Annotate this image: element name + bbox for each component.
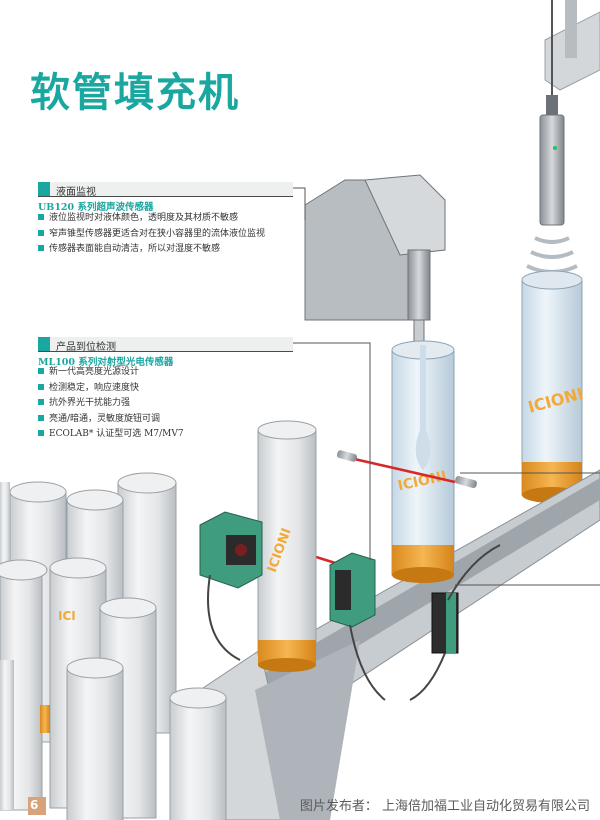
feature-list-ml100: 新一代高亮度光源设计 检测稳定，响应速度快 抗外界光干扰能力强 亮通/暗通，灵敏… — [38, 365, 184, 443]
list-item: 传感器表面能自动清洁，所以对湿度不敏感 — [38, 242, 265, 258]
machine-frame — [544, 0, 600, 91]
filling-head — [304, 174, 446, 346]
section-heading-label: 液面监视 — [56, 187, 96, 198]
bullet-square-icon — [38, 414, 44, 421]
amplifier-sensor — [431, 592, 459, 654]
heading-accent-bar — [38, 337, 50, 351]
list-item: 新一代高亮度光源设计 — [38, 365, 184, 381]
tube-filling: ICIONI — [391, 340, 455, 583]
bullet-square-icon — [38, 399, 44, 405]
svg-text:ICI: ICI — [58, 609, 76, 623]
list-item: 窄声锥型传感器更适合对在狭小容器里的流体液位监视 — [38, 227, 265, 243]
tube-right: ICIONI — [521, 270, 585, 503]
page-title: 软管填充机 — [30, 70, 240, 116]
ultrasonic-waves — [526, 236, 578, 274]
list-item: 抗外界光干扰能力强 — [38, 396, 184, 412]
bullet-square-icon — [38, 245, 44, 251]
image-credit: 图片发布者： 上海倍加福工业自动化贸易有限公司 — [299, 799, 590, 814]
photoelectric-sensor-left — [199, 511, 263, 589]
bullet-square-icon — [38, 214, 44, 220]
bullet-square-icon — [38, 430, 44, 436]
small-sensor-left — [336, 450, 358, 462]
page-number: 6 — [30, 798, 39, 812]
list-item: 亮通/暗通，灵敏度旋钮可调 — [38, 412, 184, 428]
section-subheading-ml100: ML100 系列对射型光电传感器 — [38, 357, 174, 368]
photoelectric-sensor-right — [329, 552, 376, 628]
list-item: 液位监视时对液体颜色，透明度及其材质不敏感 — [38, 211, 265, 227]
bullet-square-icon — [38, 368, 44, 374]
section-heading-presence-detection: 产品到位检测 — [38, 337, 293, 353]
section-subheading-ub120: UB120 系列超声波传感器 — [38, 202, 154, 213]
section-heading-liquid-level: 液面监视 — [38, 182, 293, 198]
heading-accent-bar — [38, 182, 50, 196]
section-heading-label: 产品到位检测 — [56, 342, 116, 353]
tube-cluster: ICI — [0, 472, 227, 820]
feature-list-ub120: 液位监视时对液体颜色，透明度及其材质不敏感 窄声锥型传感器更适合对在狭小容器里的… — [38, 211, 265, 258]
tube-standing-left: ICIONI — [257, 420, 317, 672]
list-item: ECOLAB* 认证型可选 M7/MV7 — [38, 427, 184, 443]
sensor-cables — [207, 544, 501, 701]
list-item: 检测稳定，响应速度快 — [38, 381, 184, 397]
page-number-box — [28, 797, 46, 815]
leader-lines — [293, 187, 600, 586]
ultrasonic-sensor-ub120 — [539, 0, 565, 226]
bullet-square-icon — [38, 383, 44, 390]
bullet-square-icon — [38, 229, 44, 236]
small-sensor-right — [455, 475, 477, 489]
light-beam-upper — [349, 456, 456, 484]
